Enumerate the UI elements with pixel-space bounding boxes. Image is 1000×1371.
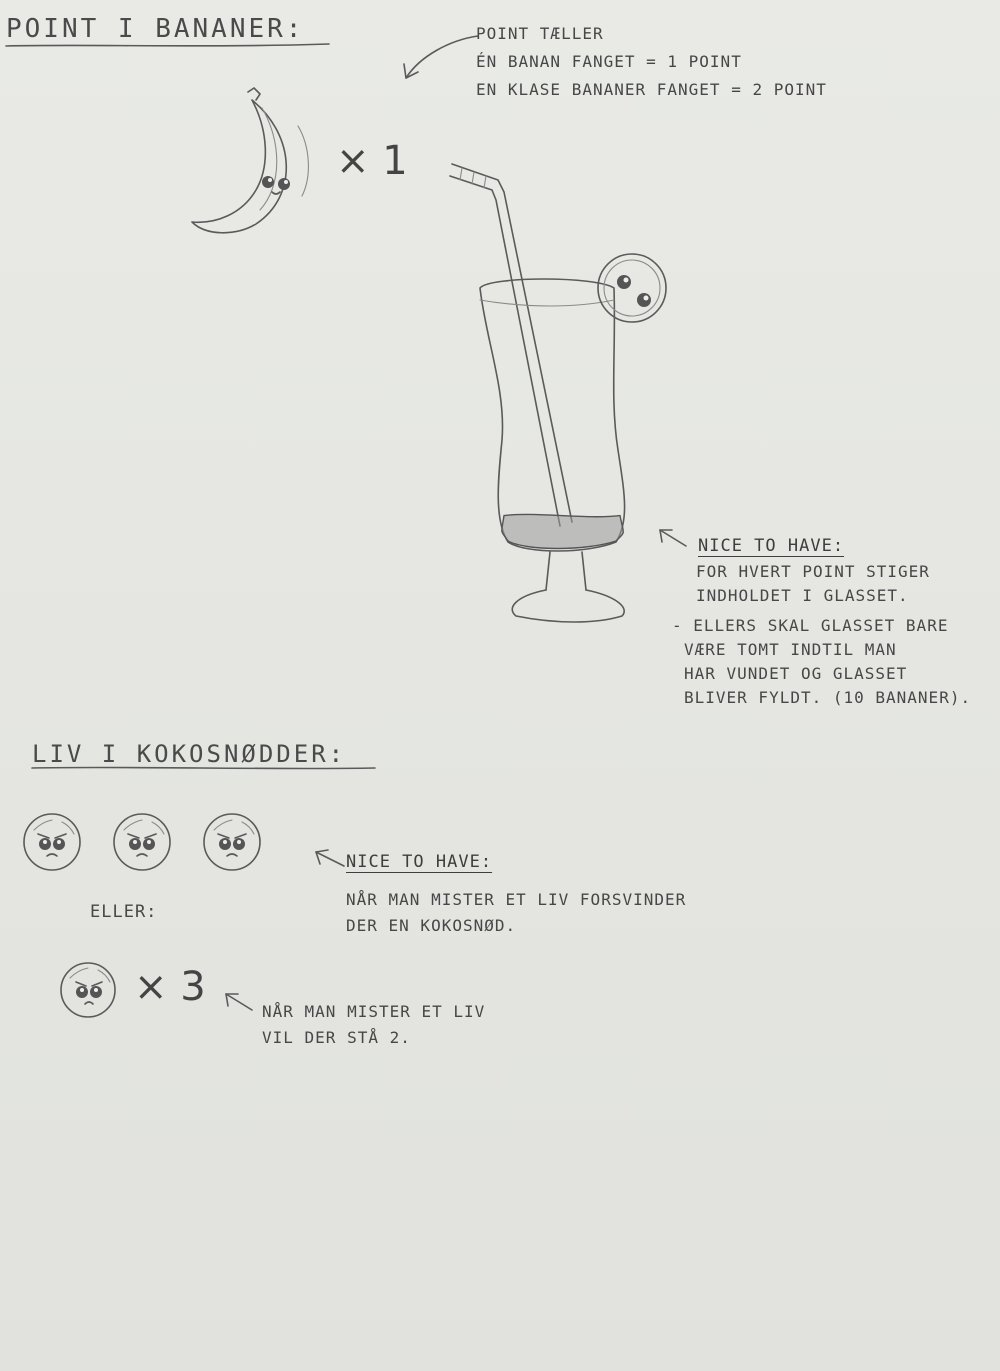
- glass-note-line4: VÆRE TOMT INDTIL MAN: [684, 638, 897, 662]
- points-heading-underline: [4, 38, 344, 58]
- glass-note-line5: HAR VUNDET OG GLASSET: [684, 662, 907, 686]
- coconut-note-line2: DER EN KOKOSNØD.: [346, 914, 516, 938]
- coconut-note-title: NICE TO HAVE:: [346, 852, 492, 872]
- points-counter-line1: ÉN BANAN FANGET = 1 POINT: [476, 50, 742, 74]
- banana-icon: [186, 86, 326, 246]
- lives-heading-underline: [30, 762, 390, 778]
- arrow-icon: [652, 524, 692, 554]
- lives-counter-line2: VIL DER STÅ 2.: [262, 1026, 411, 1050]
- coconut-multiplier: × 3: [134, 964, 206, 1010]
- points-counter-title: POINT TÆLLER: [476, 22, 604, 46]
- coconut-life-icon: [202, 812, 266, 876]
- glass-liquid-level: [502, 514, 623, 548]
- arrow-icon: [310, 846, 350, 876]
- lives-counter-line1: NÅR MAN MISTER ET LIV: [262, 1000, 485, 1024]
- arrow-icon: [220, 988, 260, 1018]
- coconut-row: [22, 812, 282, 872]
- coconut-life-icon: [22, 812, 86, 876]
- glass-note-title: NICE TO HAVE:: [698, 536, 844, 556]
- glass-note-line1: FOR HVERT POINT STIGER: [696, 560, 930, 584]
- smoothie-glass-illustration: [446, 150, 676, 530]
- banana-multiplier: × 1: [336, 138, 408, 184]
- points-counter-line2: EN KLASE BANANER FANGET = 2 POINT: [476, 78, 827, 102]
- coconut-icon: [58, 960, 122, 1024]
- glass-note-line6: BLIVER FYLDT. (10 BANANER).: [684, 686, 971, 710]
- glass-note-line3: - ELLERS SKAL GLASSET BARE: [672, 614, 948, 638]
- coconut-note-line1: NÅR MAN MISTER ET LIV FORSVINDER: [346, 888, 686, 912]
- or-label: ELLER:: [90, 900, 157, 924]
- coconut-life-icon: [112, 812, 176, 876]
- glass-note-line2: INDHOLDET I GLASSET.: [696, 584, 909, 608]
